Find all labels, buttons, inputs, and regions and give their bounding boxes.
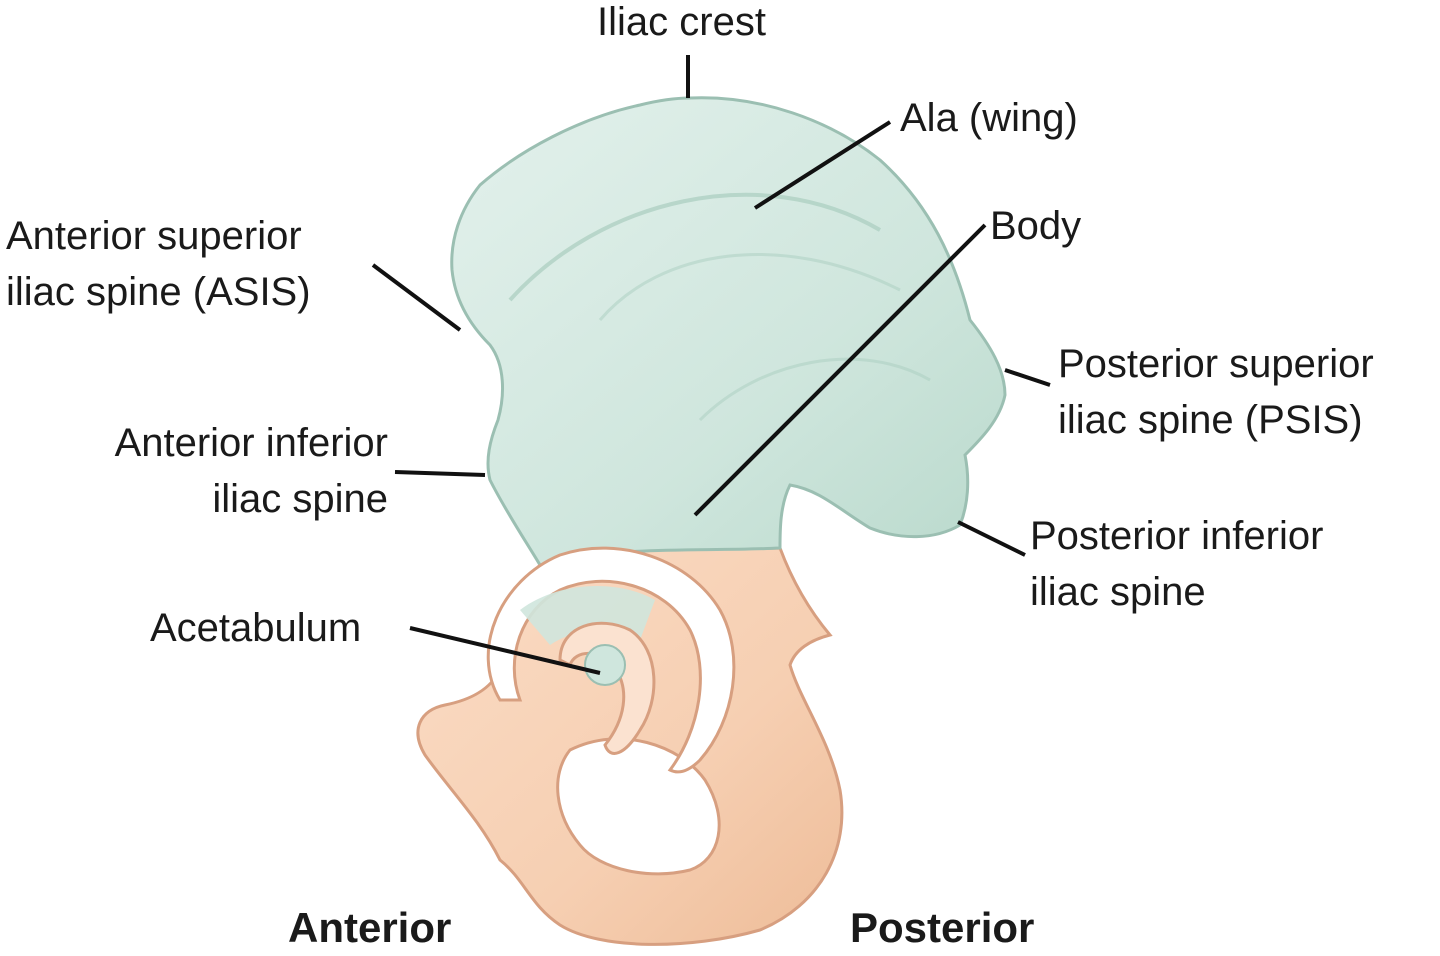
iliac-fossa-contour (508, 192, 882, 302)
label-anterior: Anterior (288, 904, 452, 951)
acetabular-notch (584, 644, 626, 686)
leader-piis (957, 520, 1026, 557)
acetabulum-rim (486, 546, 736, 774)
label-piis: Posterior inferior iliac spine (1030, 514, 1324, 614)
leader-aiis (394, 470, 486, 477)
label-iliac-crest: Iliac crest (597, 0, 766, 44)
label-posterior: Posterior (850, 904, 1035, 951)
iliac-fossa-contour (598, 253, 901, 321)
leader-acetabulum (409, 626, 601, 675)
label-body: Body (990, 204, 1082, 248)
leader-psis (1004, 368, 1051, 387)
leader-body (693, 223, 987, 517)
label-asis: Anterior superior iliac spine (ASIS) (6, 214, 311, 314)
label-aiis: Anterior inferior iliac spine (114, 421, 388, 521)
label-acetabulum: Acetabulum (150, 606, 362, 650)
label-psis: Posterior superior iliac spine (PSIS) (1058, 342, 1374, 442)
label-ala: Ala (wing) (900, 96, 1078, 140)
leader-ala (753, 120, 892, 210)
iliac-fossa-contour (698, 357, 931, 422)
ilium-shape (450, 96, 1007, 567)
leader-asis (371, 263, 462, 332)
